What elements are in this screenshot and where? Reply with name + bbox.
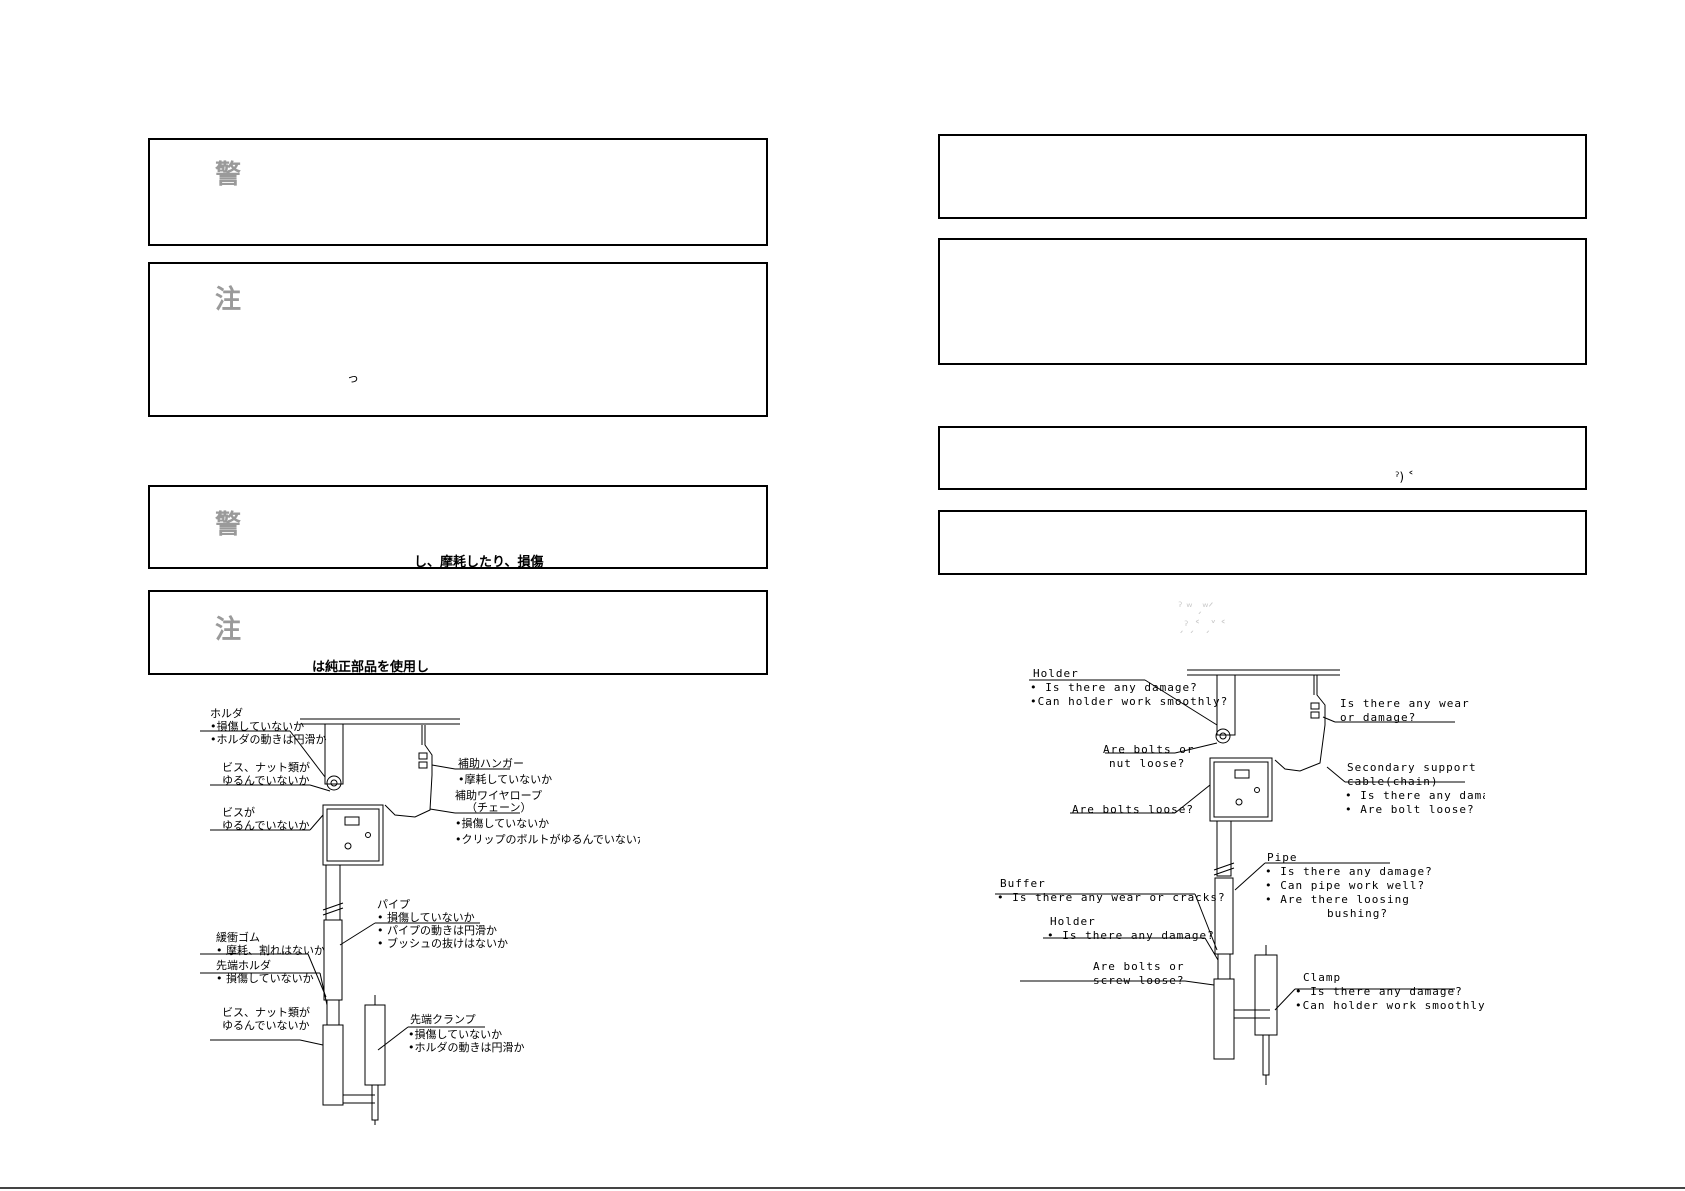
clamp-bullet: • Is there any damage? [1295,985,1463,998]
warning-kanji: 警 [215,510,242,540]
holder-bullet: • Is there any damage? [1030,681,1198,694]
caution-box-2-en [938,510,1587,575]
right-inspection-diagram: Holder • Is there any damage? •Can holde… [995,667,1485,1085]
bolts-nut-label: nut loose? [1109,757,1185,770]
warning-box-2: 警 し、摩耗したり、損傷 [148,485,768,570]
caution-kanji: 注 [215,615,242,645]
bolts-nut-label: ビス、ナット類が [222,1005,310,1019]
warning-box-1: 警 [148,138,768,246]
wire-label: 補助ワイヤロープ [455,788,542,802]
holder2-bullet: • Is there any damage? [1047,929,1215,942]
text-fragment: し、摩耗したり、損傷 [414,555,544,570]
pipe-bullet: • ブッシュの抜けはないか [377,936,508,950]
cable-bullet: • Are bolt loose? [1345,803,1475,816]
clamp-bullet: •Can holder work smoothly? [1295,999,1485,1012]
clamp-label: 先端クランプ [410,1013,476,1026]
holder-label: Holder [1033,667,1079,680]
buffer-bullet: • 摩耗、割れはないか [216,943,325,957]
clamp-label: Clamp [1303,971,1341,984]
clamp-bullet: •ホルダの動きは円滑か [408,1040,525,1054]
tip-holder-label: 先端ホルダ [216,958,271,972]
pipe-bullet: bushing? [1327,907,1388,920]
clamp-bullet: •損傷していないか [408,1027,502,1041]
pipe-bullet: • パイプの動きは円滑か [377,923,497,937]
screw-label: screw loose? [1093,974,1184,987]
holder-label: ホルダ [210,706,243,720]
warning-box-2-en: ˀ) ˂ [938,426,1587,490]
caution-box-2: 注 は純正部品を使用し [148,590,768,675]
left-inspection-diagram: ホルダ •損傷していないか •ホルダの動きは円滑か ビス、ナット類が ゆるんでい… [200,706,640,1125]
bolts-nut-label: ゆるんでいないか [222,1019,309,1032]
screw-label: Are bolts or [1093,960,1184,973]
cable-label: Secondary support [1347,761,1477,774]
tip-holder-bullet: • 損傷していないか [216,971,314,985]
wire-label: （チェーン） [466,801,531,814]
buffer-bullet: • Is there any wear or cracks? [997,891,1226,904]
pipe-bullet: • Are there loosing [1265,893,1410,906]
holder-bullet: •ホルダの動きは円滑か [210,732,327,746]
bolts-nut-label: Are bolts or [1103,743,1194,756]
holder-bullet: •損傷していないか [210,719,304,733]
bottom-rule [0,1187,1685,1189]
pipe-bullet: • 損傷していないか [377,910,475,924]
pipe-label: Pipe [1267,851,1298,864]
caution-box-1: 注 っ [148,262,768,417]
faint-text: ˏˀˏ˂ ˏ˅ ˂ [1178,619,1227,633]
text-fragment: は純正部品を使用し [312,660,430,675]
cable-bullet: • Is there any damage? [1345,789,1485,802]
bolts-nut-label: ビス、ナット類が [222,760,310,774]
buffer-label: Buffer [1000,877,1046,890]
caution-box-1-en [938,238,1587,365]
text-fragment: っ [347,371,360,385]
holder2-label: Holder [1050,915,1096,928]
bolts-label: ゆるんでいないか [222,819,309,832]
cable-label: cable(chain) [1347,775,1438,788]
hanger-bullet: •摩耗していないか [458,772,552,786]
warning-kanji: 警 [215,160,242,190]
hanger-label: 補助ハンガー [458,756,524,770]
buffer-label: 緩衝ゴム [216,930,260,944]
wire-bullet: •クリップのボルトがゆるんでいないか [455,832,640,846]
bolts-nut-label: ゆるんでいないか [222,774,309,787]
holder-bullet: •Can holder work smoothly? [1030,695,1228,708]
pipe-bullet: • Is there any damage? [1265,865,1433,878]
wear-label: Is there any wear [1340,697,1470,710]
caution-kanji: 注 [215,285,242,315]
pipe-label: パイプ [377,898,410,911]
text-fragment: ˀ) ˂ [1395,470,1414,484]
wear-label: or damage? [1340,711,1416,724]
pipe-bullet: • Can pipe work well? [1265,879,1425,892]
bolts-label: Are bolts loose? [1072,803,1194,816]
wire-bullet: •損傷していないか [455,816,549,830]
bolts-label: ビスが [222,805,255,819]
faint-text: ˀ ʷ ˏʷᐟ [1178,600,1214,614]
warning-box-1-en [938,134,1587,219]
